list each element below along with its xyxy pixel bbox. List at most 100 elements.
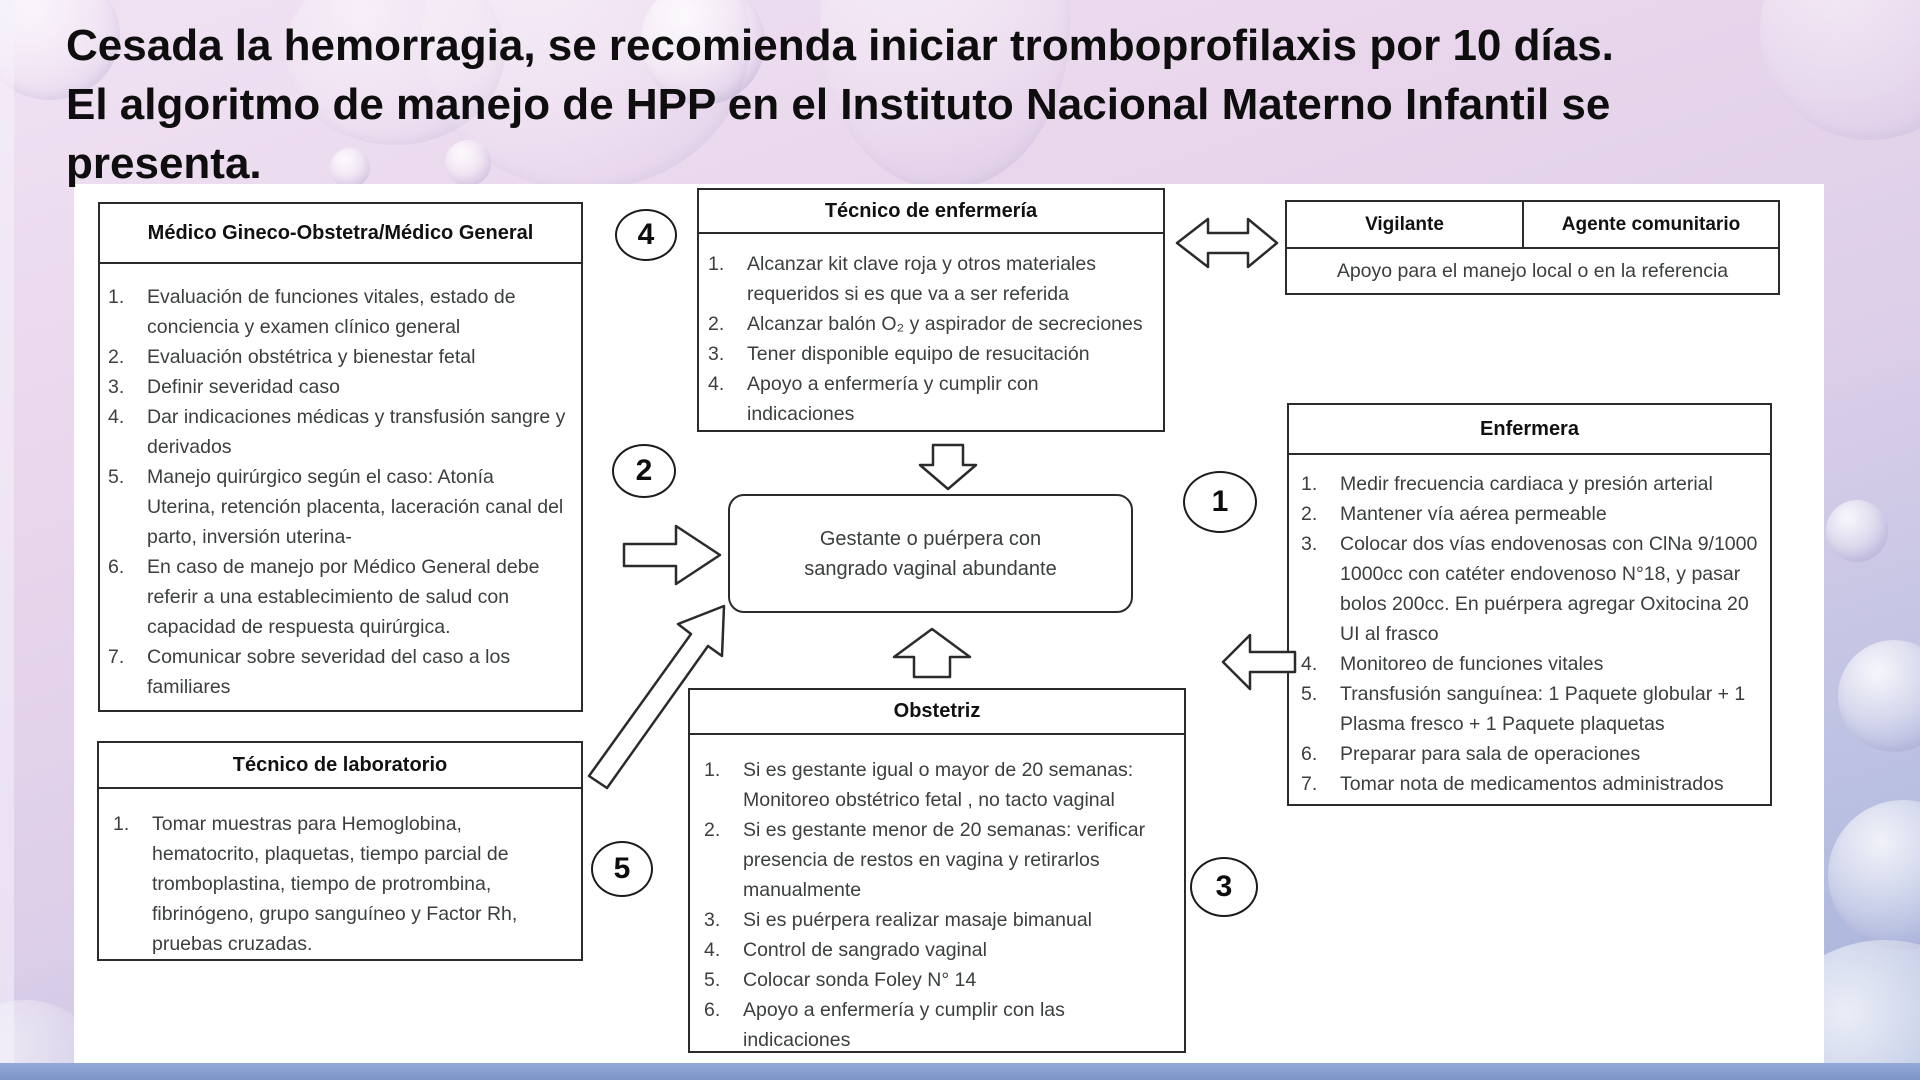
list-item: Alcanzar balón O₂ y aspirador de secreci… [708,309,1151,339]
bubble-decoration [640,0,765,105]
list-item: Colocar dos vías endovenosas con ClNa 9/… [1301,529,1762,649]
step-circle-3: 3 [1190,857,1258,917]
patient-box-text: Gestante o puérpera con sangrado vaginal… [804,527,1057,580]
list-item-text: En caso de manejo por Médico General deb… [147,556,540,638]
list-item: Apoyo a enfermería y cumplir con las ind… [704,995,1174,1055]
list-item-text: Alcanzar kit clave roja y otros material… [747,253,1096,305]
list-item-text: Tomar nota de medicamentos administrados [1340,773,1724,795]
list-item: Si es puérpera realizar masaje bimanual [704,905,1174,935]
slide-title: Cesada la hemorragia, se recomienda inic… [66,16,1614,193]
list-item: Si es gestante menor de 20 semanas: veri… [704,815,1174,905]
list-item-text: Monitoreo de funciones vitales [1340,653,1604,675]
box-obstetriz-title: Obstetriz [690,690,1184,735]
box-tecnico-enfermeria: Técnico de enfermería Alcanzar kit clave… [697,188,1165,432]
table-vigilante-header-row: Vigilante Agente comunitario [1287,202,1778,249]
slide-title-line: El algoritmo de manejo de HPP en el Inst… [66,80,1611,129]
left-edge-strip [0,0,14,1080]
list-item-text: Medir frecuencia cardiaca y presión arte… [1340,473,1713,495]
list-item: Medir frecuencia cardiaca y presión arte… [1301,469,1762,499]
bubble-decoration [1760,0,1920,140]
step-circle-5: 5 [591,841,653,897]
list-item: Control de sangrado vaginal [704,935,1174,965]
arrow-double-horizontal-icon [1175,217,1279,269]
bubble-decoration [1828,800,1920,950]
arrow-diagonal-icon [587,604,726,790]
arrow-double-horizontal-shape [1175,217,1279,269]
box-laboratorio-list: Tomar muestras para Hemoglobina, hematoc… [99,789,581,959]
step-circle-1: 1 [1183,471,1257,533]
list-item-text: Preparar para sala de operaciones [1340,743,1641,765]
list-item-text: Manejo quirúrgico según el caso: Atonía … [147,466,564,548]
step-number: 4 [637,218,655,251]
bubble-decoration [1838,640,1920,752]
step-number: 3 [1215,870,1233,903]
step-circle-2: 2 [612,444,676,498]
box-enfermera-list: Medir frecuencia cardiaca y presión arte… [1289,455,1770,799]
box-obstetriz-list: Si es gestante igual o mayor de 20 seman… [690,735,1184,1055]
slide-title-line: Cesada la hemorragia, se recomienda inic… [66,21,1614,70]
list-item-text: Alcanzar balón O₂ y aspirador de secreci… [747,313,1143,335]
list-item: Evaluación de funciones vitales, estado … [108,282,567,342]
bubble-decoration [330,148,370,188]
list-item: Tomar muestras para Hemoglobina, hematoc… [113,809,571,959]
list-item: Alcanzar kit clave roja y otros material… [708,249,1151,309]
table-header-vigilante: Vigilante [1287,202,1524,247]
list-item: Monitoreo de funciones vitales [1301,649,1762,679]
list-item-text: Apoyo a enfermería y cumplir con indicac… [747,373,1039,425]
list-item-text: Tener disponible equipo de resucitación [747,343,1090,365]
patient-box: Gestante o puérpera con sangrado vaginal… [728,494,1133,613]
step-number: 1 [1211,485,1229,518]
arrow-down-shape [918,443,978,491]
list-item-text: Definir severidad caso [147,376,340,398]
list-item-text: Colocar sonda Foley N° 14 [743,969,977,991]
table-header-agente-comunitario: Agente comunitario [1561,213,1741,235]
list-item: Comunicar sobre severidad del caso a los… [108,642,567,702]
box-laboratorio: Técnico de laboratorio Tomar muestras pa… [97,741,583,961]
box-enfermera: Enfermera Medir frecuencia cardiaca y pr… [1287,403,1772,806]
arrow-right-icon [622,524,722,586]
list-item: Dar indicaciones médicas y transfusión s… [108,402,567,462]
arrow-left-shape [1221,633,1297,691]
step-circle-4: 4 [615,209,677,261]
box-medico-title: Médico Gineco-Obstetra/Médico General [100,204,581,264]
list-item-text: Control de sangrado vaginal [743,939,987,961]
box-medico-list: Evaluación de funciones vitales, estado … [100,264,581,702]
step-number: 5 [613,852,631,885]
list-item-text: Tomar muestras para Hemoglobina, hematoc… [152,813,518,955]
box-enfermera-title: Enfermera [1289,405,1770,455]
list-item: En caso de manejo por Médico General deb… [108,552,567,642]
list-item-text: Apoyo a enfermería y cumplir con las ind… [743,999,1065,1051]
list-item-text: Dar indicaciones médicas y transfusión s… [147,406,566,458]
list-item-text: Si es gestante igual o mayor de 20 seman… [743,759,1134,811]
arrow-left-icon [1221,633,1297,691]
list-item: Preparar para sala de operaciones [1301,739,1762,769]
bubble-decoration [1826,500,1888,562]
list-item: Tener disponible equipo de resucitación [708,339,1151,369]
list-item-text: Mantener vía aérea permeable [1340,503,1607,525]
list-item: Evaluación obstétrica y bienestar fetal [108,342,567,372]
table-vigilante: Vigilante Agente comunitario Apoyo para … [1285,200,1780,295]
arrow-diagonal-shape [587,604,726,790]
list-item-text: Evaluación obstétrica y bienestar fetal [147,346,476,368]
list-item: Transfusión sanguínea: 1 Paquete globula… [1301,679,1762,739]
bottom-edge-strip [0,1063,1920,1080]
list-item: Definir severidad caso [108,372,567,402]
box-laboratorio-title: Técnico de laboratorio [99,743,581,789]
bubble-decoration [445,140,491,186]
slide-title-line: presenta. [66,139,262,188]
list-item-text: Comunicar sobre severidad del caso a los… [147,646,511,698]
box-tecnico-enfermeria-list: Alcanzar kit clave roja y otros material… [699,234,1163,429]
bubble-decoration [285,0,505,145]
list-item: Mantener vía aérea permeable [1301,499,1762,529]
step-number: 2 [635,454,653,487]
list-item-text: Si es puérpera realizar masaje bimanual [743,909,1093,931]
list-item: Apoyo a enfermería y cumplir con indicac… [708,369,1151,429]
arrow-up-shape [892,627,972,679]
box-medico: Médico Gineco-Obstetra/Médico General Ev… [98,202,583,712]
arrow-right-shape [622,524,722,586]
box-obstetriz: Obstetriz Si es gestante igual o mayor d… [688,688,1186,1053]
list-item: Si es gestante igual o mayor de 20 seman… [704,755,1174,815]
list-item: Manejo quirúrgico según el caso: Atonía … [108,462,567,552]
list-item-text: Si es gestante menor de 20 semanas: veri… [743,819,1146,901]
arrow-down-icon [918,443,978,491]
